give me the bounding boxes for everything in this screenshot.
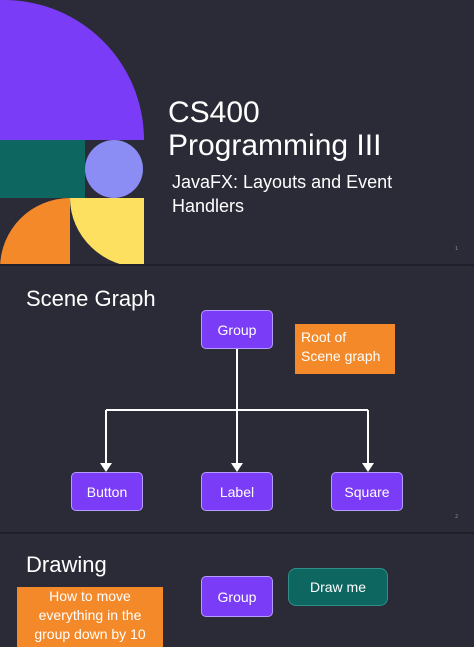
button-node: Button	[71, 472, 143, 511]
square-node: Square	[331, 472, 403, 511]
tree-connectors	[100, 349, 374, 472]
move-callout: How to move everything in the group down…	[17, 587, 163, 647]
teal-rectangle-shape	[0, 140, 85, 198]
slide-divider	[0, 532, 474, 534]
slide-divider	[0, 264, 474, 266]
title-slide: CS400 Programming III JavaFX: Layouts an…	[0, 0, 474, 268]
lavender-circle-shape	[85, 140, 143, 198]
label-node: Label	[201, 472, 273, 511]
slide-subtitle: JavaFX: Layouts and Event Handlers	[172, 172, 393, 216]
purple-rounded-shape	[0, 0, 144, 140]
drawing-slide: Drawing How to move everything in the gr…	[0, 534, 474, 647]
slide-heading: Scene Graph	[26, 286, 156, 311]
slide-heading: Drawing	[26, 552, 107, 577]
draw-callout: Draw me	[288, 568, 388, 606]
page-marker: 2	[455, 514, 459, 520]
yellow-quarter-circle-shape	[70, 198, 144, 268]
page-marker: 1	[455, 246, 459, 252]
course-name: Programming III	[168, 129, 382, 162]
root-callout: Root of Scene graph	[295, 324, 395, 374]
orange-quarter-circle-shape	[0, 198, 70, 268]
group-node: Group	[201, 576, 273, 617]
course-code: CS400	[168, 96, 260, 129]
slide-title: CS400 Programming III	[168, 96, 381, 162]
group-node: Group	[201, 310, 273, 349]
scene-graph-slide: Scene Graph Group Root of Scene graph Bu…	[0, 266, 474, 532]
